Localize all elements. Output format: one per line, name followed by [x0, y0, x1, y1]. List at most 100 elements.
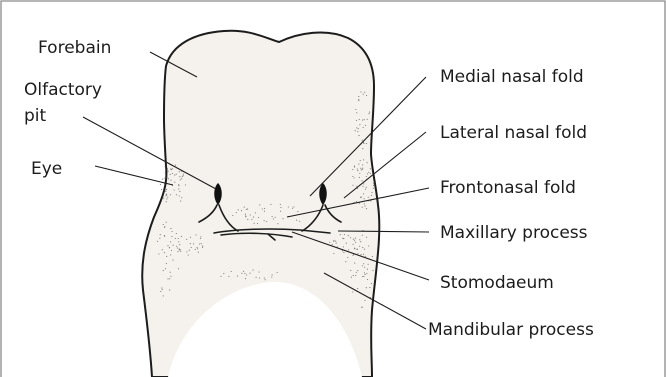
stipple-dot — [264, 211, 265, 212]
stipple-dot — [362, 265, 363, 266]
stipple-dot — [363, 183, 364, 184]
stipple-dot — [179, 176, 180, 177]
stipple-dot — [166, 177, 167, 178]
stipple-dot — [356, 201, 357, 202]
label-forebrain: Forebain — [38, 38, 111, 58]
stipple-dot — [255, 212, 256, 213]
label-olfactory-pit-line1: Olfactory — [24, 80, 102, 100]
stipple-dot — [362, 207, 363, 208]
stipple-dot — [357, 168, 358, 169]
stipple-dot — [288, 206, 289, 207]
stipple-dot — [333, 253, 334, 254]
stipple-dot — [171, 236, 172, 237]
stipple-dot — [241, 273, 242, 274]
stipple-dot — [165, 195, 166, 196]
stipple-dot — [292, 208, 293, 209]
stipple-dot — [366, 95, 367, 96]
stipple-dot — [195, 249, 196, 250]
stipple-dot — [175, 238, 176, 239]
stipple-dot — [173, 260, 174, 261]
stipple-dot — [176, 233, 177, 234]
stipple-dot — [340, 234, 341, 235]
stipple-dot — [362, 168, 363, 169]
stipple-dot — [190, 237, 191, 238]
stipple-dot — [178, 189, 179, 190]
stipple-dot — [244, 207, 245, 208]
stipple-dot — [161, 189, 162, 190]
stipple-dot — [368, 264, 369, 265]
stipple-dot — [336, 243, 337, 244]
stipple-dot — [167, 278, 168, 279]
stipple-dot — [362, 247, 363, 248]
label-eye: Eye — [31, 159, 62, 179]
stipple-dot — [363, 193, 364, 194]
stipple-dot — [342, 238, 343, 239]
stipple-dot — [355, 130, 356, 131]
stipple-dot — [370, 173, 371, 174]
stipple-dot — [358, 164, 359, 165]
stipple-dot — [180, 201, 181, 202]
stipple-dot — [170, 254, 171, 255]
stipple-dot — [364, 92, 365, 93]
stipple-dot — [179, 195, 180, 196]
stipple-dot — [183, 173, 184, 174]
stipple-dot — [358, 96, 359, 97]
stipple-dot — [178, 241, 179, 242]
stipple-dot — [180, 179, 181, 180]
stipple-dot — [189, 250, 190, 251]
stipple-dot — [363, 254, 364, 255]
stipple-dot — [357, 249, 358, 250]
stipple-dot — [357, 131, 358, 132]
stipple-dot — [202, 247, 203, 248]
stipple-dot — [265, 279, 266, 280]
stipple-dot — [254, 223, 255, 224]
stipple-dot — [181, 178, 182, 179]
stipple-dot — [170, 272, 171, 273]
stipple-dot — [364, 249, 365, 250]
stipple-dot — [165, 166, 166, 167]
stipple-dot — [364, 300, 365, 301]
stipple-dot — [357, 253, 358, 254]
stipple-dot — [368, 197, 369, 198]
stipple-dot — [344, 234, 345, 235]
stipple-dot — [241, 210, 242, 211]
stipple-dot — [363, 94, 364, 95]
stipple-dot — [369, 287, 370, 288]
stipple-dot — [272, 216, 273, 217]
stipple-dot — [359, 173, 360, 174]
stipple-dot — [172, 168, 173, 169]
stipple-dot — [360, 160, 361, 161]
stipple-dot — [366, 143, 367, 144]
stipple-dot — [352, 169, 353, 170]
label-frontonasal-fold: Frontonasal fold — [440, 178, 576, 198]
stipple-dot — [366, 208, 367, 209]
stipple-dot — [182, 176, 183, 177]
stipple-dot — [171, 250, 172, 251]
stipple-dot — [363, 159, 364, 160]
stipple-dot — [362, 276, 363, 277]
stipple-dot — [245, 216, 246, 217]
stipple-dot — [358, 100, 359, 101]
stipple-dot — [232, 215, 233, 216]
stipple-dot — [347, 257, 348, 258]
stipple-dot — [354, 177, 355, 178]
stipple-dot — [199, 243, 200, 244]
stipple-dot — [361, 169, 362, 170]
stipple-dot — [246, 209, 247, 210]
stipple-dot — [178, 185, 179, 186]
stipple-dot — [264, 208, 265, 209]
stipple-dot — [179, 171, 180, 172]
stipple-dot — [245, 278, 246, 279]
stipple-dot — [166, 263, 167, 264]
stipple-dot — [371, 195, 372, 196]
stipple-dot — [363, 127, 364, 128]
stipple-dot — [373, 188, 374, 189]
stipple-dot — [197, 247, 198, 248]
stipple-dot — [371, 283, 372, 284]
stipple-dot — [271, 276, 272, 277]
stipple-dot — [167, 196, 168, 197]
stipple-dot — [176, 246, 177, 247]
stipple-dot — [342, 250, 343, 251]
stipple-dot — [372, 256, 373, 257]
stipple-dot — [329, 242, 330, 243]
